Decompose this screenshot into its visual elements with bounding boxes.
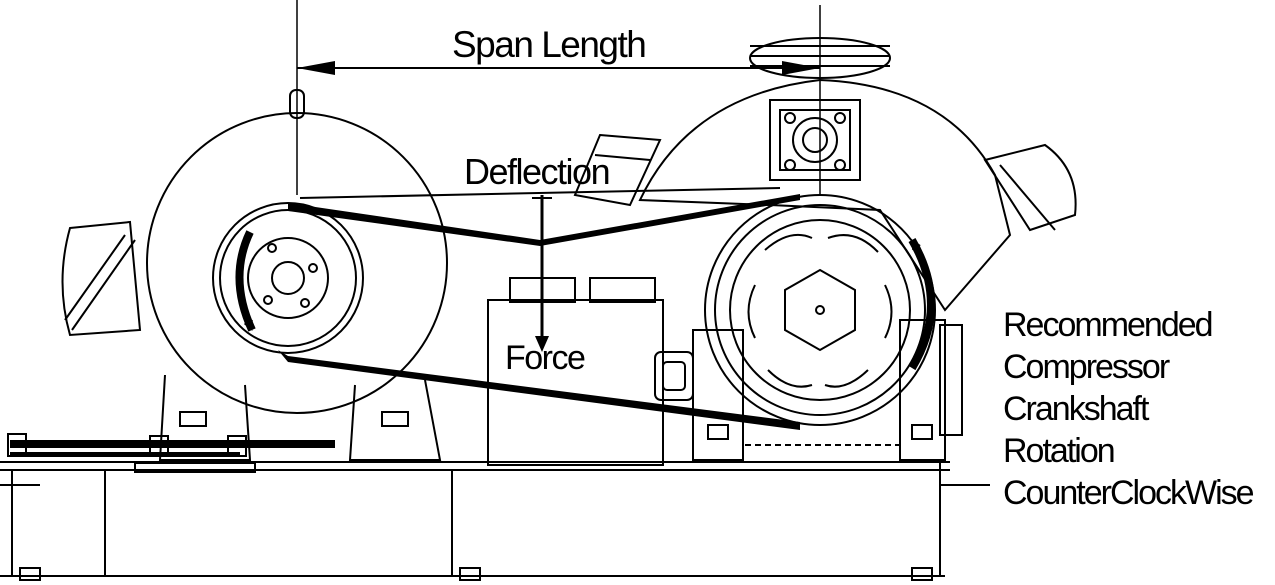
rotation-note-line: Recommended xyxy=(1003,306,1214,344)
span-length-label: Span Length xyxy=(452,24,647,65)
electric-motor xyxy=(61,89,448,461)
deflection-force-arrow xyxy=(532,195,552,352)
rotation-note-line: Compressor xyxy=(1003,348,1170,386)
compressor-head xyxy=(573,37,1077,461)
deflection-label: Deflection xyxy=(464,151,611,192)
motor-rotation-arrow xyxy=(235,230,256,332)
base-frame xyxy=(0,461,990,581)
rotation-note-line: CounterClockWise xyxy=(1003,474,1255,512)
rotation-note-line: Crankshaft xyxy=(1003,390,1149,428)
compressor-pulley xyxy=(704,194,936,426)
compressor-rotation-arrow xyxy=(908,237,935,371)
drive-belt xyxy=(278,187,800,430)
force-label: Force xyxy=(505,339,586,377)
rotation-note-line: Rotation xyxy=(1003,432,1116,470)
motor-adjustment-rail xyxy=(7,433,335,473)
span-length-dimension xyxy=(296,0,821,195)
rotation-note: Recommended Compressor Crankshaft Rotati… xyxy=(1003,304,1255,514)
